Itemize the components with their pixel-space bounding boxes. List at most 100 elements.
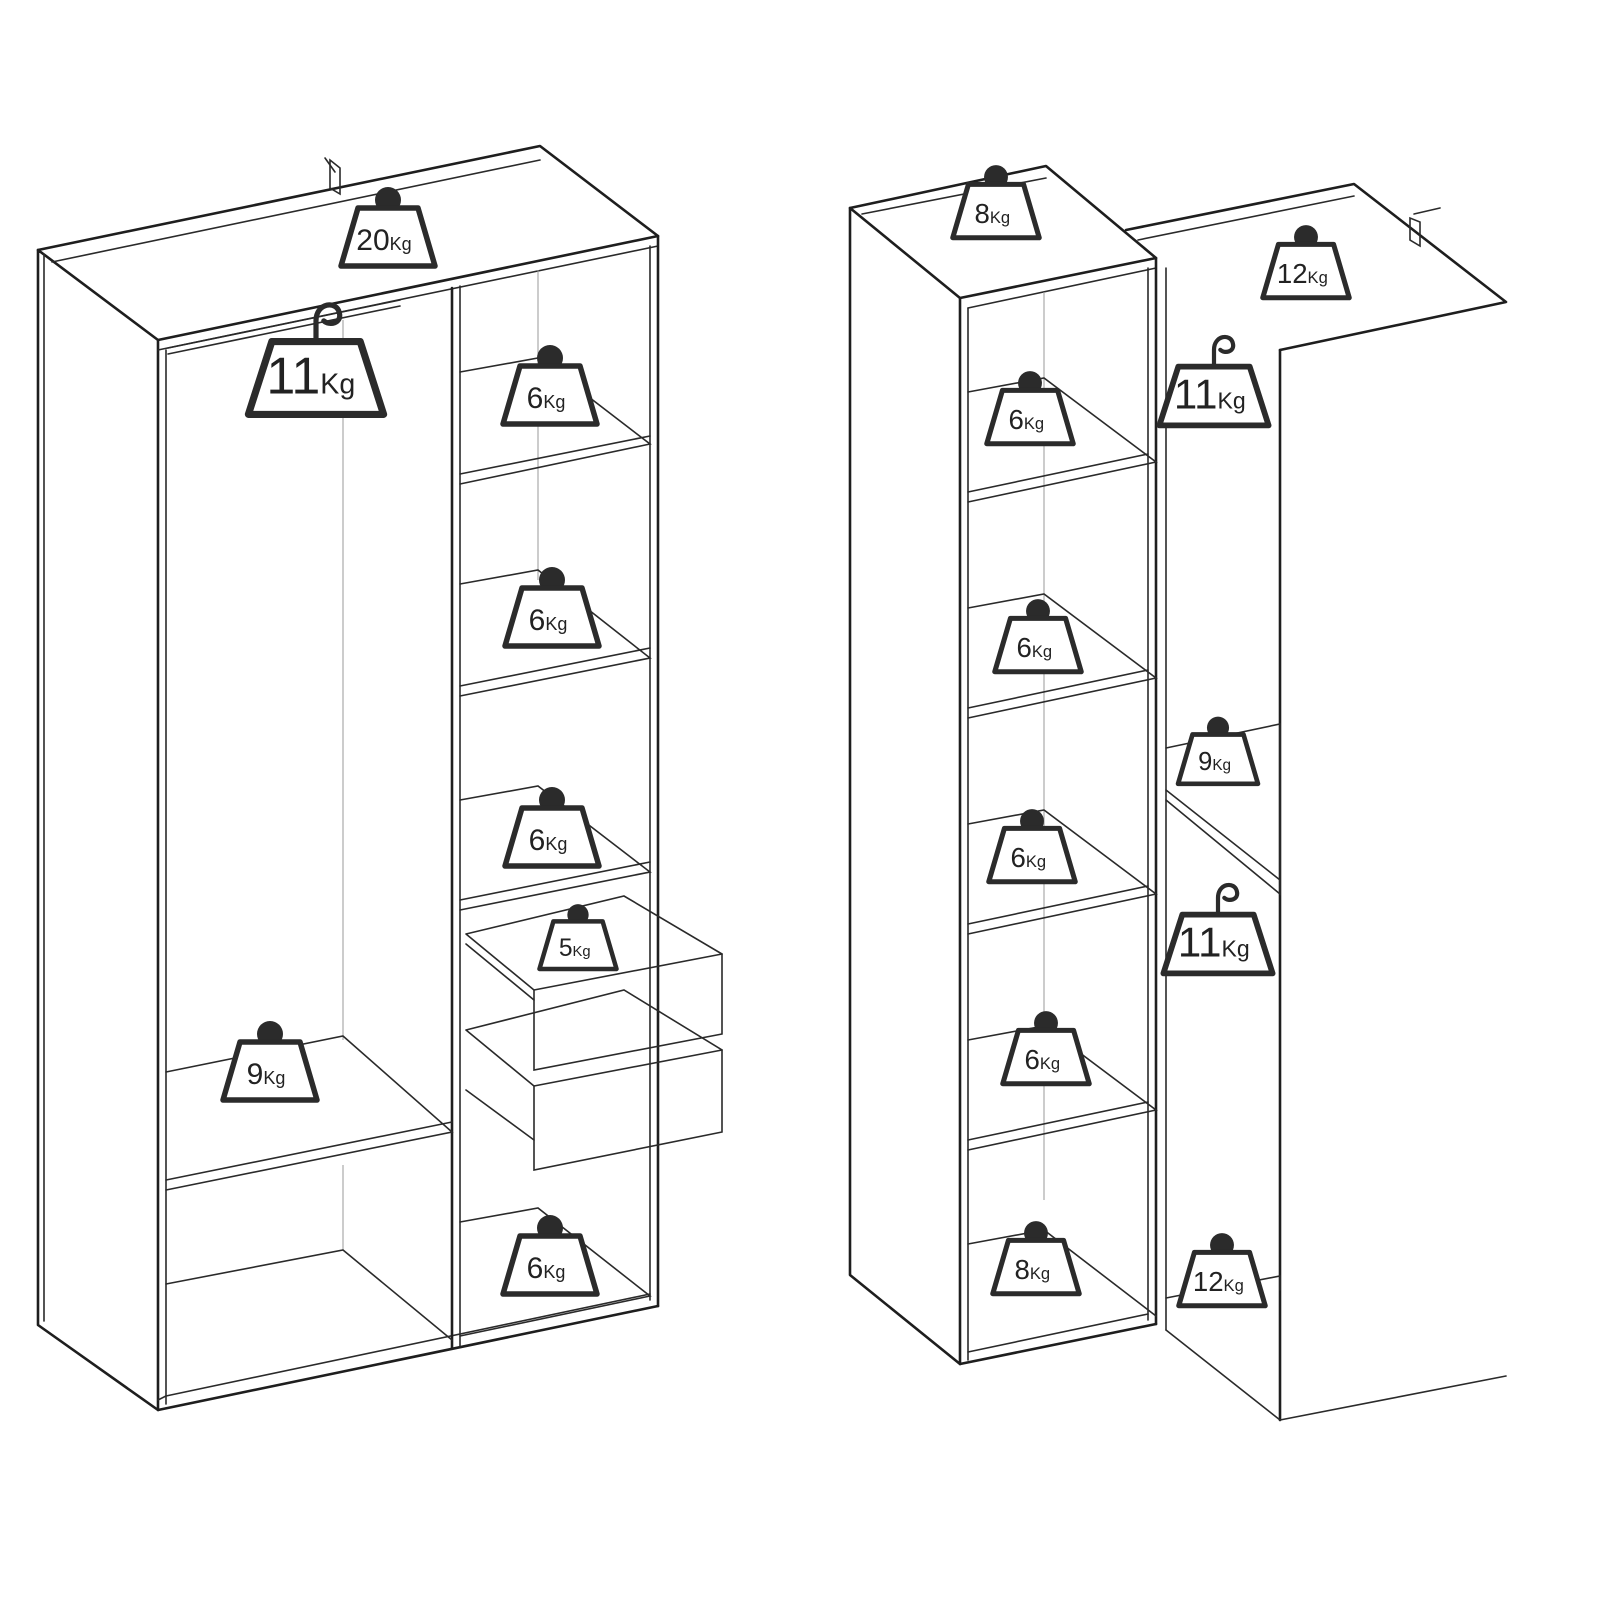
weight-value-text: 6Kg <box>1017 632 1053 663</box>
weight-unit: Kg <box>1308 268 1328 287</box>
left-wardrobe-drawing <box>36 144 723 1412</box>
weight-value-text: 8Kg <box>975 198 1011 229</box>
weight-number: 6 <box>529 604 546 637</box>
weight-label-corner-rail-lower: 11Kg <box>1160 882 1276 977</box>
weight-unit: Kg <box>1217 388 1245 414</box>
weight-label-bottom-shelf: 6Kg <box>500 1215 600 1297</box>
weight-label-corner-top: 12Kg <box>1260 225 1352 301</box>
weight-number: 20 <box>356 224 389 257</box>
weight-number: 11 <box>1174 371 1218 418</box>
weight-unit: Kg <box>543 1262 565 1282</box>
weight-body-icon <box>500 363 600 427</box>
weight-value-text: 12Kg <box>1277 258 1328 289</box>
weight-body-icon <box>1260 241 1352 301</box>
weight-value-text: 6Kg <box>527 382 566 415</box>
weight-value-text: 6Kg <box>1011 842 1047 873</box>
weight-value-text: 6Kg <box>529 604 568 637</box>
weight-value-text: 6Kg <box>1009 404 1045 435</box>
weight-number: 12 <box>1193 1266 1224 1297</box>
weight-body-icon <box>1000 1027 1092 1087</box>
weight-number: 11 <box>1178 919 1222 966</box>
weight-number: 11 <box>266 348 320 406</box>
weight-number: 6 <box>527 382 544 415</box>
weight-unit: Kg <box>1026 852 1046 871</box>
weight-label-shelf-3: 6Kg <box>502 787 602 869</box>
weight-value-text: 8Kg <box>1015 1254 1051 1285</box>
weight-value-text: 11Kg <box>1178 919 1250 966</box>
weight-unit: Kg <box>1032 642 1052 661</box>
hanger-hook-icon <box>1211 334 1236 367</box>
weight-body-icon <box>992 615 1084 675</box>
weight-value-text: 9Kg <box>1198 748 1231 776</box>
weight-label-corner-shelf: 9Kg <box>1175 716 1261 787</box>
weight-unit: Kg <box>990 208 1010 227</box>
weight-unit: Kg <box>263 1068 285 1088</box>
weight-value-text: 6Kg <box>527 1252 566 1285</box>
weight-label-corner-rail-upper: 11Kg <box>1156 334 1272 429</box>
weight-body-icon <box>1156 363 1272 429</box>
weight-body-icon <box>244 338 388 418</box>
weight-label-shelf-1: 6Kg <box>500 345 600 427</box>
weight-body-icon <box>502 585 602 649</box>
weight-label-top: 20Kg <box>338 187 438 269</box>
weight-body-icon <box>1160 911 1276 977</box>
weight-unit: Kg <box>1030 1264 1050 1283</box>
weight-label-drawer: 5Kg <box>537 904 619 972</box>
weight-value-text: 9Kg <box>247 1058 286 1091</box>
weight-number: 8 <box>1015 1254 1030 1285</box>
weight-body-icon <box>537 919 619 972</box>
hanger-hook-icon <box>1215 882 1240 915</box>
weight-label-tower-shelf-2: 6Kg <box>992 599 1084 675</box>
weight-label-tower-bottom: 8Kg <box>990 1221 1082 1297</box>
weight-unit: Kg <box>390 234 412 254</box>
weight-body-icon <box>990 1237 1082 1297</box>
weight-number: 8 <box>975 198 990 229</box>
weight-value-text: 11Kg <box>1174 371 1246 418</box>
weight-body-icon <box>1176 1249 1268 1309</box>
weight-number: 6 <box>529 824 546 857</box>
weight-number: 6 <box>1017 632 1032 663</box>
weight-label-tower-shelf-4: 6Kg <box>1000 1011 1092 1087</box>
weight-number: 9 <box>247 1058 264 1091</box>
weight-number: 5 <box>559 935 573 962</box>
weight-body-icon <box>338 205 438 269</box>
weight-unit: Kg <box>1040 1054 1060 1073</box>
weight-number: 12 <box>1277 258 1308 289</box>
weight-value-text: 5Kg <box>559 935 591 962</box>
weight-label-tower-top: 8Kg <box>950 165 1042 241</box>
weight-number: 6 <box>1011 842 1026 873</box>
weight-label-shelf-2: 6Kg <box>502 567 602 649</box>
weight-label-corner-bottom: 12Kg <box>1176 1233 1268 1309</box>
weight-unit: Kg <box>1221 936 1249 962</box>
weight-number: 9 <box>1198 748 1212 776</box>
weight-value-text: 11Kg <box>266 348 355 406</box>
weight-value-text: 12Kg <box>1193 1266 1244 1297</box>
weight-label-rail: 11Kg <box>244 302 388 418</box>
weight-body-icon <box>986 825 1078 885</box>
weight-number: 6 <box>1009 404 1024 435</box>
weight-number: 6 <box>527 1252 544 1285</box>
weight-label-tower-shelf-1: 6Kg <box>984 371 1076 447</box>
weight-body-icon <box>500 1233 600 1297</box>
weight-unit: Kg <box>543 392 565 412</box>
weight-label-left-shelf: 9Kg <box>220 1021 320 1103</box>
weight-value-text: 6Kg <box>529 824 568 857</box>
weight-unit: Kg <box>1224 1276 1244 1295</box>
weight-body-icon <box>502 805 602 869</box>
weight-unit: Kg <box>1024 414 1044 433</box>
weight-value-text: 20Kg <box>356 224 411 257</box>
weight-value-text: 6Kg <box>1025 1044 1061 1075</box>
weight-label-tower-shelf-3: 6Kg <box>986 809 1078 885</box>
weight-unit: Kg <box>545 834 567 854</box>
weight-unit: Kg <box>1212 757 1231 774</box>
right-wardrobe-drawing <box>848 164 1508 1422</box>
weight-body-icon <box>984 387 1076 447</box>
hanger-hook-icon <box>313 302 343 342</box>
weight-body-icon <box>220 1039 320 1103</box>
weight-unit: Kg <box>573 944 591 960</box>
weight-body-icon <box>1175 732 1261 787</box>
weight-body-icon <box>950 181 1042 241</box>
weight-unit: Kg <box>545 614 567 634</box>
